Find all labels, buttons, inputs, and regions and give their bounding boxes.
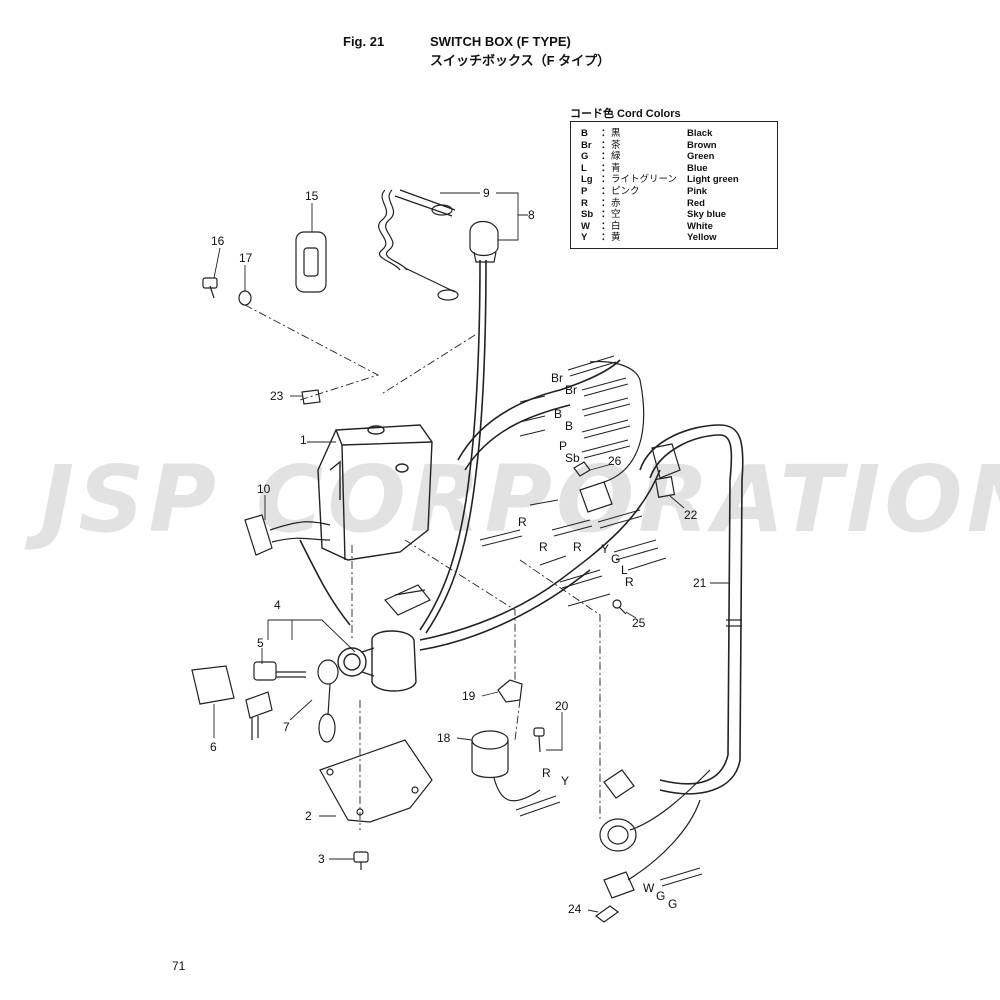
label-leaders bbox=[213, 192, 730, 913]
wire-color-labels: Br Br B B P Sb R R R Y G L R R Y W G G bbox=[518, 371, 677, 911]
wire-label: R bbox=[573, 540, 582, 554]
title-english: SWITCH BOX (F TYPE) bbox=[430, 34, 571, 49]
part-number: 4 bbox=[274, 598, 281, 612]
main-harness bbox=[299, 259, 744, 795]
wire-label: Y bbox=[601, 542, 609, 556]
part-number: 21 bbox=[693, 576, 707, 590]
part-number: 25 bbox=[632, 616, 646, 630]
figure-number: Fig. 21 bbox=[343, 34, 385, 49]
harness-connector bbox=[384, 584, 431, 616]
part-number: 16 bbox=[211, 234, 225, 248]
part-3-screw bbox=[353, 851, 369, 870]
part-15-gasket bbox=[295, 231, 327, 293]
part-8-lanyard-switch bbox=[378, 189, 499, 301]
part-number: 10 bbox=[257, 482, 271, 496]
part-5-key bbox=[245, 661, 306, 740]
part-number: 15 bbox=[305, 189, 319, 203]
wire-label: R bbox=[518, 515, 527, 529]
part-22-pad bbox=[654, 476, 676, 498]
part-number: 19 bbox=[462, 689, 476, 703]
wire-label: Y bbox=[561, 774, 569, 788]
wire-label: Br bbox=[565, 383, 577, 397]
wire-label: B bbox=[565, 419, 573, 433]
part-16-screw bbox=[202, 277, 218, 299]
wire-label: B bbox=[554, 407, 562, 421]
part-number: 8 bbox=[528, 208, 535, 222]
part-24-cap bbox=[594, 905, 620, 923]
part-number: 1 bbox=[300, 433, 307, 447]
wire-label: G bbox=[611, 552, 620, 566]
part-1-switch-box bbox=[317, 424, 433, 561]
wire-label: L bbox=[621, 563, 628, 577]
part-17-washer bbox=[238, 290, 252, 306]
wire-label: P bbox=[559, 439, 567, 453]
legend-title: コード色 Cord Colors bbox=[570, 108, 681, 120]
part-number: 20 bbox=[555, 699, 569, 713]
part-10-grommet bbox=[244, 514, 331, 556]
part-number: 7 bbox=[283, 720, 290, 734]
part-number: 2 bbox=[305, 809, 312, 823]
part-19-bracket bbox=[497, 679, 523, 703]
part-number: 24 bbox=[568, 902, 582, 916]
part-number: 18 bbox=[437, 731, 451, 745]
part-18-buzzer bbox=[471, 730, 541, 802]
part-number: 22 bbox=[684, 508, 698, 522]
part-7-tether-cap bbox=[317, 659, 339, 743]
wire-label: R bbox=[625, 575, 634, 589]
lower-connectors bbox=[599, 769, 711, 899]
part-number-labels: 1 2 3 4 5 6 7 8 9 10 15 16 17 18 19 20 2… bbox=[210, 186, 707, 916]
part-number: 5 bbox=[257, 636, 264, 650]
part-6-cap bbox=[191, 665, 235, 705]
wire-label: W bbox=[643, 881, 655, 895]
part-2-plate bbox=[319, 739, 433, 823]
part-21-harness-sleeve bbox=[651, 443, 742, 627]
part-number: 23 bbox=[270, 389, 284, 403]
wire-label: Br bbox=[551, 371, 563, 385]
part-25-screw bbox=[612, 599, 627, 615]
multi-pin-connector bbox=[579, 360, 645, 513]
part-number: 6 bbox=[210, 740, 217, 754]
wire-label: G bbox=[668, 897, 677, 911]
title-japanese: スイッチボックス（F タイプ） bbox=[430, 53, 611, 68]
part-number: 9 bbox=[483, 186, 490, 200]
part-number: 26 bbox=[608, 454, 622, 468]
part-23-label bbox=[301, 389, 321, 405]
page-number: 71 bbox=[172, 959, 186, 973]
part-number: 17 bbox=[239, 251, 253, 265]
part-4-main-switch bbox=[337, 630, 417, 692]
watermark: JSP CORPORATION bbox=[40, 446, 1000, 553]
part-number: 3 bbox=[318, 852, 325, 866]
assembly-guide-lines bbox=[244, 304, 601, 830]
wire-label: R bbox=[539, 540, 548, 554]
wire-label: R bbox=[542, 766, 551, 780]
wire-label: G bbox=[656, 889, 665, 903]
part-20-screw bbox=[533, 727, 545, 753]
wire-label: Sb bbox=[565, 451, 580, 465]
bullet-terminals bbox=[479, 355, 703, 887]
